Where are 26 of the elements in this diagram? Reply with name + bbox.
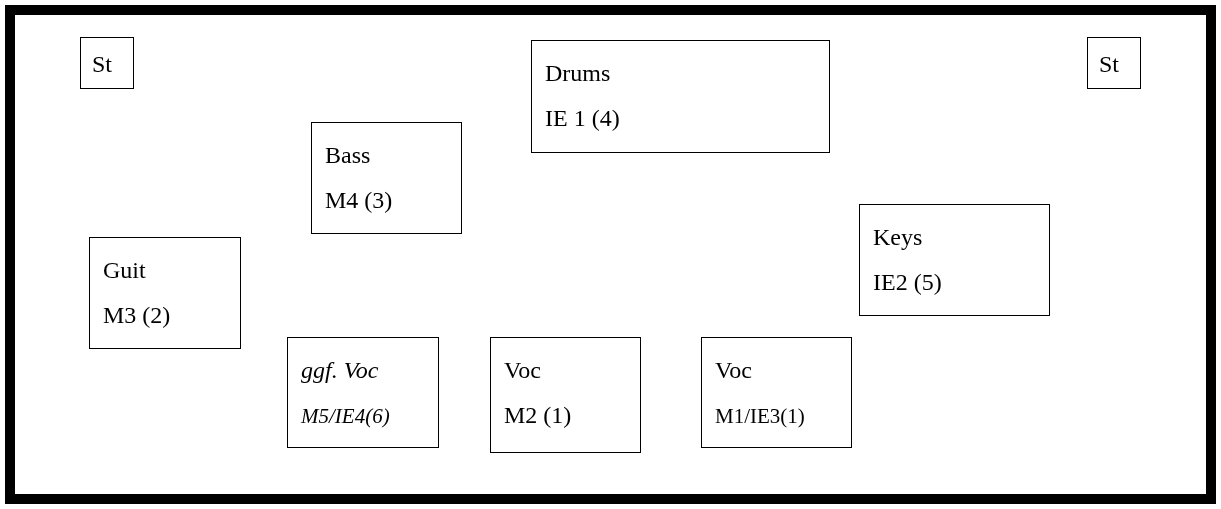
position-box <box>287 337 439 448</box>
monitor-label: M1/IE3(1) <box>715 406 805 427</box>
instrument-name: Guit <box>103 258 146 282</box>
instrument-name: Voc <box>715 358 752 382</box>
monitor-label: M5/IE4(6) <box>301 406 390 427</box>
instrument-name: Drums <box>545 61 611 85</box>
instrument-name: St <box>92 52 112 76</box>
monitor-label: M3 (2) <box>103 303 171 327</box>
instrument-name: Voc <box>504 358 541 382</box>
instrument-name: ggf. Voc <box>301 358 379 382</box>
position-box <box>859 204 1050 316</box>
instrument-name: Bass <box>325 143 371 167</box>
position-box <box>701 337 852 448</box>
monitor-label: IE2 (5) <box>873 270 942 294</box>
position-box <box>80 37 134 89</box>
position-box <box>1087 37 1141 89</box>
monitor-label: M4 (3) <box>325 188 393 212</box>
position-box <box>490 337 641 453</box>
position-box <box>311 122 462 234</box>
monitor-label: M2 (1) <box>504 403 572 427</box>
stage-outline <box>5 5 1216 504</box>
instrument-name: Keys <box>873 225 923 249</box>
position-box <box>531 40 830 153</box>
instrument-name: St <box>1099 52 1119 76</box>
position-box <box>89 237 241 349</box>
monitor-label: IE 1 (4) <box>545 106 620 130</box>
